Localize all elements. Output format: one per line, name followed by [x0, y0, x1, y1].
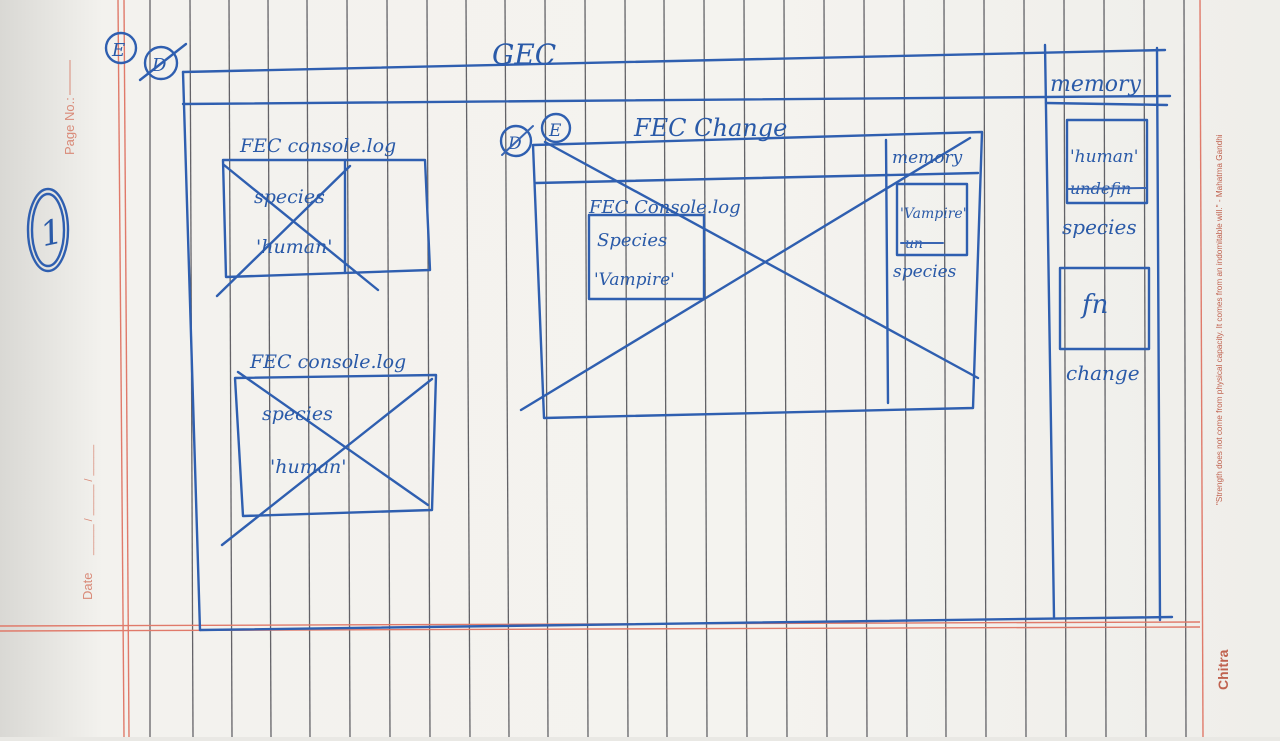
memory-panel: memory 'human' undefin species fn change — [1050, 72, 1151, 385]
memory-cell-fn-label: fn — [1080, 290, 1108, 320]
fec-log-1-line1: species — [254, 186, 325, 208]
fec-change-memory-value: 'Vampire' — [900, 206, 967, 222]
gec-markers: E D — [104, 31, 188, 82]
fec-log-1-line2: 'human' — [256, 236, 333, 258]
fec-log-1: FEC console.log species 'human' — [215, 135, 432, 298]
page-number: 1 — [37, 212, 66, 256]
fec-log-1-title: FEC console.log — [239, 135, 396, 157]
fec-log-2-line2: 'human' — [270, 456, 347, 478]
date-field: _____ / _____ / _____ — [83, 444, 95, 556]
gandhi-quote: "Strength does not come from physical ca… — [1215, 134, 1224, 505]
fec-change: D E FEC Change FEC Console.log Species '… — [499, 112, 984, 420]
memory-cell-species — [1065, 118, 1149, 205]
fec-change-inner-line1: Species — [597, 230, 667, 251]
memory-title: memory — [1050, 72, 1142, 97]
memory-caption-change: change — [1066, 361, 1140, 385]
fec-change-memory-cell — [895, 182, 969, 257]
memory-caption-species: species — [1062, 215, 1137, 239]
fec-change-inner-title: FEC Console.log — [588, 197, 741, 218]
date-label: Date — [80, 573, 95, 600]
gec-frame — [181, 43, 1174, 632]
notebook-rules — [149, 0, 1187, 738]
memory-cell-fn — [1058, 266, 1151, 351]
page-no-label: Page No.: — [62, 97, 77, 155]
e-marker: E — [111, 40, 125, 61]
fec-change-memory-caption: species — [893, 262, 957, 282]
fec-log-2-line1: species — [262, 403, 333, 425]
fec-change-memory-title: memory — [892, 148, 963, 168]
margin-lines — [0, 0, 1204, 738]
brand-logo: Chitra — [1215, 649, 1231, 690]
fec-change-inner-line2: 'Vampire' — [594, 270, 675, 290]
page-number-badge: 1 — [26, 187, 70, 273]
fec-change-inner-log — [587, 213, 706, 301]
fec-log-2-title: FEC console.log — [249, 351, 406, 373]
memory-cell-value: 'human' — [1070, 147, 1138, 167]
fec-change-e-marker: E — [548, 121, 562, 141]
fec-log-2: FEC console.log species 'human' — [220, 351, 438, 547]
